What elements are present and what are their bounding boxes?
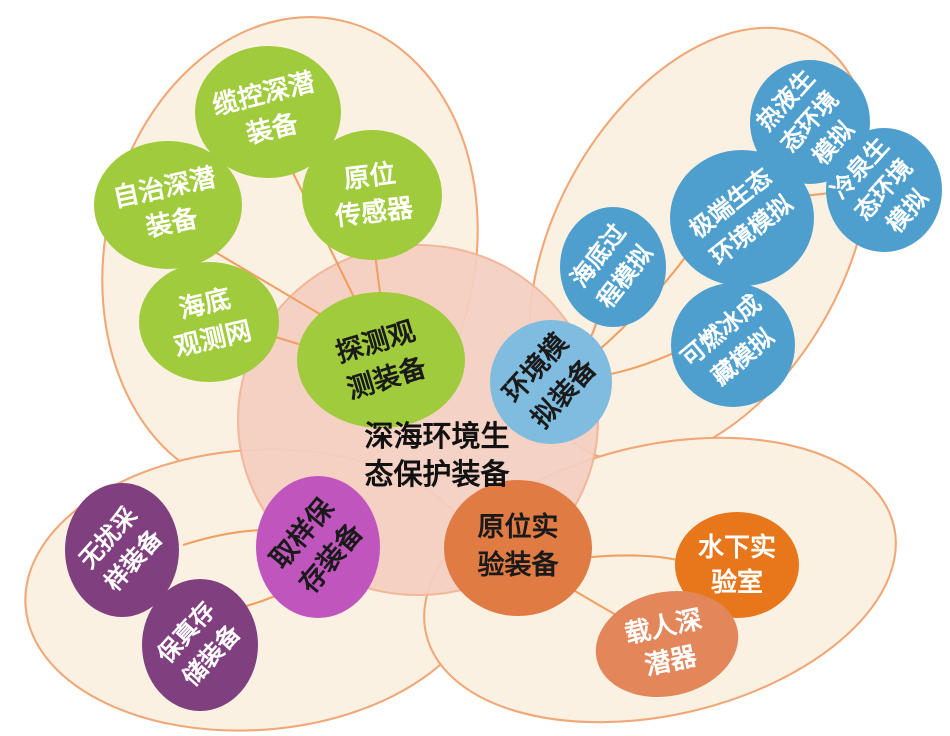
node-ellipse[interactable] [670, 150, 814, 286]
hub-detection[interactable]: 探测观 测装备 [297, 292, 465, 428]
center-title-line2: 态保护装备 [364, 458, 510, 491]
node-ellipse[interactable] [139, 262, 279, 382]
node-seafloor-observatory[interactable]: 海底 观测网 [139, 262, 279, 382]
node-extreme-eco-sim[interactable]: 极端生态 环境模拟 [670, 150, 814, 286]
node-coldseep-eco-sim[interactable]: 冷泉生 态环境 模拟 [825, 128, 942, 252]
node-ellipse[interactable] [302, 130, 442, 260]
hub-ellipse[interactable] [490, 320, 612, 444]
node-ellipse[interactable] [826, 128, 942, 252]
node-ellipse[interactable] [675, 512, 799, 618]
node-ellipse[interactable] [586, 578, 748, 710]
hub-ellipse[interactable] [444, 480, 592, 616]
node-ellipse[interactable] [94, 141, 242, 269]
node-autonomous-submersible[interactable]: 自治深潜 装备 [94, 141, 242, 269]
hub-ellipse[interactable] [297, 292, 465, 428]
node-ellipse[interactable] [142, 579, 258, 711]
node-insitu-sensor[interactable]: 原位 传感器 [302, 130, 442, 260]
connector-experiment-1 [579, 554, 679, 562]
hub-ellipse[interactable] [256, 476, 380, 618]
node-ellipse[interactable] [560, 207, 666, 327]
center-title: 深海环境生 态保护装备 [364, 420, 510, 491]
node-seafloor-process-sim[interactable]: 海底过 程模拟 [560, 207, 666, 327]
node-ellipse[interactable] [671, 283, 795, 407]
node-ellipse[interactable] [195, 46, 341, 178]
hub-sampling[interactable]: 取样保 存装备 [256, 476, 380, 618]
center-title-line1: 深海环境生 [364, 420, 509, 453]
node-ellipse[interactable] [65, 483, 179, 617]
hub-experiment[interactable]: 原位实 验装备 [444, 480, 592, 616]
node-gas-hydrate-sim[interactable]: 可燃冰成 藏模拟 [671, 283, 795, 407]
node-fidelity-storage[interactable]: 保真存 储装备 [142, 579, 258, 711]
